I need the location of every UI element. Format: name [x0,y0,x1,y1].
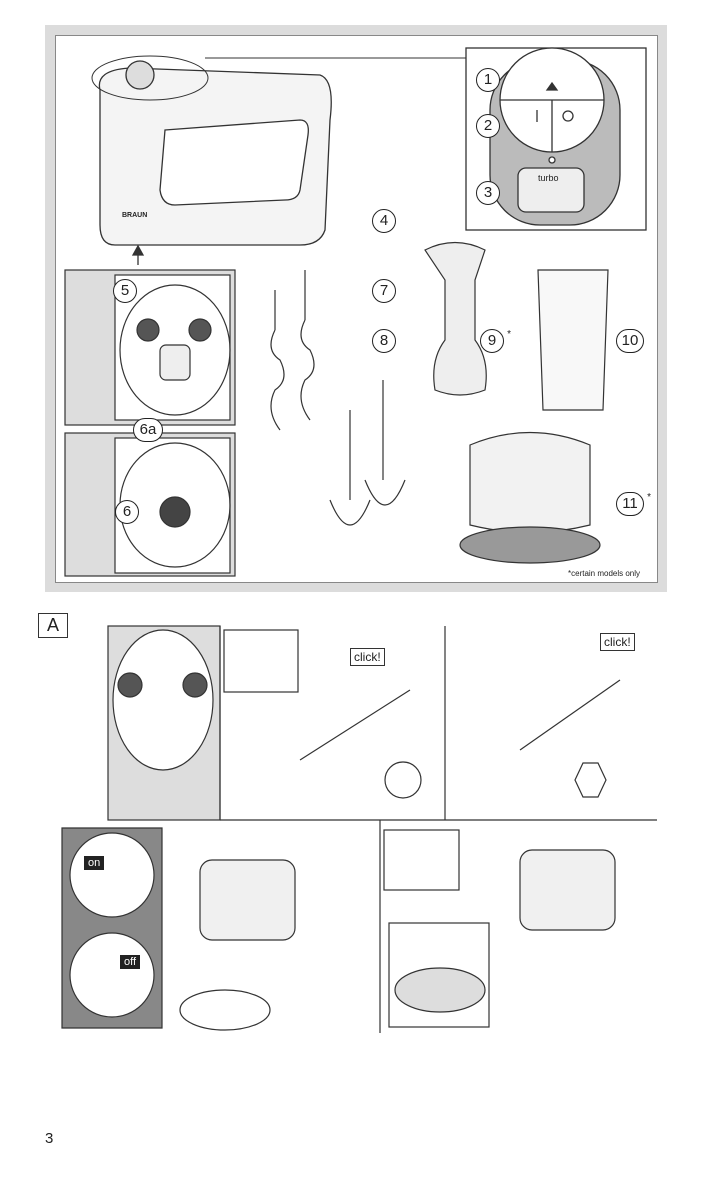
section-a-illustrations [61,625,657,1033]
callout-10: 10 [616,329,644,353]
control-panel-detail [465,47,647,231]
callout-11-number: 11 [622,495,638,512]
on-label: on [84,856,105,870]
footnote: *certain models only [568,569,641,578]
callout-1: 1 [476,68,500,92]
click-label-1: click! [350,648,385,666]
click-label-2: click! [600,633,635,651]
callout-5: 5 [113,279,137,303]
turbo-label: turbo [538,173,559,183]
callout-8: 8 [372,329,396,353]
off-label: off [120,955,141,969]
callout-2: 2 [476,114,500,138]
callout-6: 6 [115,500,139,524]
page-number: 3 [45,1130,54,1147]
callout-9-number: 9 [487,332,497,349]
callout-3: 3 [476,181,500,205]
brand-logo: BRAUN [122,212,148,219]
callout-11: 11 * [616,492,651,516]
callout-4: 4 [372,209,396,233]
asterisk: * [647,492,651,503]
dough-hooks-socket-detail [64,269,236,577]
callout-9: 9* [480,329,511,353]
callout-6a: 6a [133,418,163,442]
callout-7: 7 [372,279,396,303]
accessories-illustration [270,241,609,564]
section-label: A [38,613,68,638]
hand-mixer-illustration [91,55,470,265]
asterisk: * [507,329,511,340]
